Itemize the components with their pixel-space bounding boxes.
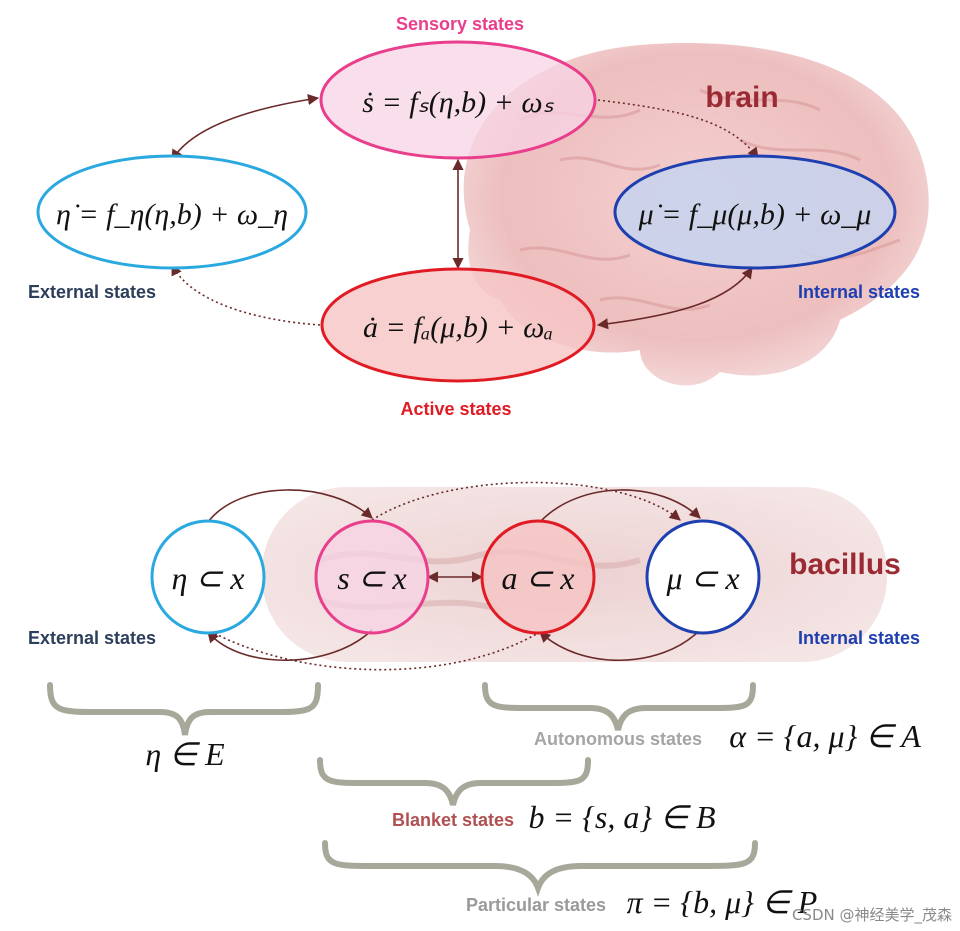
particular-equation: π = {b, μ} ∈ P (627, 884, 818, 920)
external-ellipse: η̇ = f_η(η,b) + ω_η (36, 154, 308, 270)
internal-ellipse: μ̇ = f_μ(μ,b) + ω_μ (613, 154, 897, 270)
arrow-mu-a (539, 629, 701, 662)
sensory-equation: ṡ = fₛ(η,b) + ωₛ (362, 86, 554, 119)
bacillus-label: bacillus (789, 548, 901, 581)
external-equation: η̇ = f_η(η,b) + ω_η (56, 198, 288, 231)
node-a: a ⊂ x (480, 519, 596, 635)
sensory-ellipse: ṡ = fₛ(η,b) + ωₛ (319, 40, 597, 160)
sensory-states-label: Sensory states (396, 14, 524, 34)
particular-states-label: Particular states (466, 895, 606, 915)
brace-particular (322, 840, 758, 897)
brace-external (47, 682, 321, 736)
node-s-text: s ⊂ x (337, 560, 406, 596)
node-eta: η ⊂ x (150, 519, 266, 635)
node-eta-text: η ⊂ x (172, 560, 245, 596)
bottom-external-states-label: External states (28, 628, 156, 648)
bottom-arrows (207, 481, 701, 671)
arrow-active-internal (596, 267, 753, 330)
eta-set-equation: η ∈ E (145, 736, 225, 772)
node-a-text: a ⊂ x (501, 560, 574, 596)
arrow-a-eta-dotted (207, 629, 541, 671)
node-mu: μ ⊂ x (645, 519, 761, 635)
watermark: CSDN @神经美学_茂森 (792, 906, 952, 925)
arrow-active-external (171, 264, 321, 326)
braces (47, 682, 758, 897)
arrow-s-eta (207, 629, 373, 661)
brain-label: brain (705, 81, 778, 114)
active-states-label: Active states (400, 399, 511, 419)
active-ellipse: ȧ = fₐ(μ,b) + ωₐ (320, 267, 596, 383)
autonomous-states-label: Autonomous states (534, 729, 702, 749)
brace-autonomous (482, 682, 756, 731)
blanket-equation: b = {s, a} ∈ B (528, 799, 715, 835)
node-s: s ⊂ x (314, 519, 430, 635)
brace-blanket (317, 757, 591, 806)
top-internal-states-label: Internal states (798, 282, 920, 302)
bottom-internal-states-label: Internal states (798, 628, 920, 648)
top-external-states-label: External states (28, 282, 156, 302)
active-equation: ȧ = fₐ(μ,b) + ωₐ (363, 311, 553, 344)
autonomous-equation: α = {a, μ} ∈ A (729, 718, 921, 754)
arrow-a-mu (539, 489, 701, 523)
arrow-eta-s (207, 489, 373, 523)
node-mu-text: μ ⊂ x (665, 560, 739, 596)
top-arrows (171, 93, 759, 330)
internal-equation: μ̇ = f_μ(μ,b) + ω_μ (638, 198, 872, 231)
blanket-states-label: Blanket states (392, 810, 514, 830)
arrow-sensory-external (171, 93, 320, 161)
